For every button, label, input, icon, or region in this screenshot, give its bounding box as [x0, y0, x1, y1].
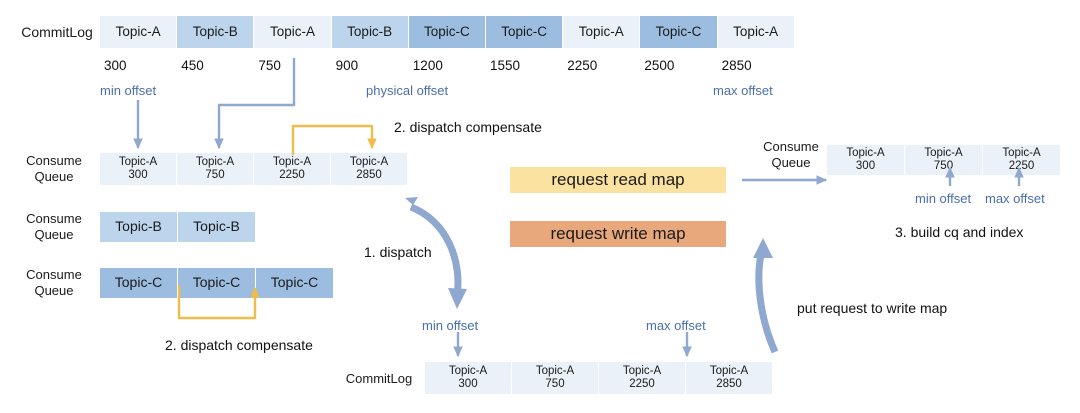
consume-queue-right-min-offset-label: min offset	[915, 191, 972, 206]
cell-topic: Topic-A	[349, 156, 389, 169]
commitlog-top-offset-value: 750	[258, 58, 281, 73]
arrow-compensate-top	[291, 124, 377, 155]
cell-topic: Topic-A	[269, 24, 315, 40]
cell-offset: 750	[205, 169, 225, 181]
consume-queue-left-cell: Topic-C	[178, 268, 256, 298]
cell-topic: Topic-A	[924, 147, 963, 160]
commitlog-top-cell: Topic-C	[486, 16, 564, 48]
request-write-map-bar[interactable]: request write map	[510, 221, 726, 247]
step-build-cq-and-index: 3. build cq and index	[895, 224, 1024, 240]
commitlog-top-offset-value: 1550	[490, 58, 521, 73]
commitlog-top-max-offset-label: max offset	[713, 83, 773, 98]
cell-offset: 300	[458, 378, 478, 390]
commitlog-top-cell: Topic-A	[254, 16, 332, 48]
commitlog-top-label: CommitLog	[21, 24, 93, 40]
cell-topic: Topic-B	[347, 24, 393, 40]
step-put-request-to-write-map: put request to write map	[797, 300, 948, 316]
cell-topic: Topic-C	[424, 24, 470, 40]
consume-queue-left-label: Consume Queue	[26, 211, 82, 243]
step-dispatch: 1. dispatch	[364, 244, 432, 260]
cell-offset: 2850	[356, 169, 382, 181]
commitlog-top-cell: Topic-C	[640, 16, 718, 48]
cell-topic: Topic-A	[448, 365, 488, 378]
commitlog-top-cell: Topic-A	[717, 16, 795, 48]
cell-offset: 300	[128, 169, 148, 181]
commitlog-top-offset-value: 450	[181, 58, 204, 73]
cell-topic: Topic-C	[655, 24, 702, 40]
cell-topic: Topic-B	[193, 218, 240, 235]
commitlog-top-physical-offset-label: physical offset	[366, 83, 449, 98]
cell-topic: Topic-A	[118, 156, 158, 169]
commitlog-top-cell: Topic-B	[177, 16, 255, 48]
cell-offset: 2250	[629, 378, 655, 390]
cell-offset: 2250	[279, 169, 305, 181]
cell-topic: Topic-A	[733, 24, 779, 40]
cell-topic: Topic-C	[114, 274, 163, 291]
commitlog-top-offset-value: 2500	[644, 58, 675, 73]
cell-offset: 300	[855, 160, 876, 172]
commitlog-top-cell: Topic-A	[563, 16, 641, 48]
consume-queue-left-cell: Topic-C	[100, 268, 178, 298]
step-dispatch-compensate-bottom: 2. dispatch compensate	[165, 337, 313, 353]
cell-topic: Topic-A	[272, 156, 312, 169]
consume-queue-left-label: Consume Queue	[26, 267, 82, 299]
consume-queue-left-cell: Topic-B	[100, 212, 178, 242]
commitlog-bottom-min-offset-label: min offset	[422, 318, 479, 333]
commitlog-top-offset-value: 2850	[721, 58, 752, 73]
cell-topic: Topic-A	[195, 156, 235, 169]
commitlog-top-offset-value: 1200	[412, 58, 443, 73]
cell-offset: 750	[933, 160, 954, 172]
commitlog-bottom-label: CommitLog	[345, 371, 413, 386]
commitlog-top-cell: Topic-A	[100, 16, 178, 48]
cell-topic: Topic-C	[192, 274, 241, 291]
cell-topic: Topic-A	[622, 365, 662, 378]
consume-queue-left-label: Consume Queue	[26, 153, 82, 185]
cell-topic: Topic-A	[115, 24, 161, 40]
cell-topic: Topic-A	[1002, 147, 1041, 160]
request-read-map-bar[interactable]: request read map	[510, 167, 726, 193]
cell-offset: 750	[545, 378, 565, 390]
commitlog-top-cell: Topic-B	[331, 16, 409, 48]
consume-queue-left-cell: Topic-B	[178, 212, 256, 242]
commitlog-top-min-offset-label: min offset	[100, 83, 157, 98]
step-dispatch-compensate-top: 2. dispatch compensate	[394, 119, 542, 135]
commitlog-bottom-max-offset-label: max offset	[646, 318, 706, 333]
commitlog-top-offset-value: 900	[335, 58, 359, 73]
cell-topic: Topic-B	[115, 218, 162, 235]
cell-topic: Topic-A	[578, 24, 624, 40]
cell-offset: 2250	[1008, 160, 1035, 172]
consume-queue-right-label: Consume Queue	[763, 139, 819, 171]
arrow-put-request-curve	[753, 238, 779, 354]
cell-topic: Topic-A	[846, 147, 885, 160]
consume-queue-right-max-offset-label: max offset	[985, 191, 1045, 206]
consume-queue-left-cell: Topic-C	[256, 268, 334, 298]
cell-topic: Topic-A	[709, 365, 749, 378]
commitlog-top-cell: Topic-C	[408, 16, 486, 48]
commitlog-top-offset-value: 300	[104, 58, 127, 73]
cell-topic: Topic-C	[501, 24, 547, 40]
cell-offset: 2850	[716, 378, 742, 390]
arrow-dispatch-elbow-to-cq2	[214, 58, 296, 150]
commitlog-top-offset-value: 2250	[567, 58, 598, 73]
cell-topic: Topic-A	[535, 365, 575, 378]
cell-topic: Topic-B	[192, 24, 238, 40]
cell-topic: Topic-C	[270, 274, 319, 291]
